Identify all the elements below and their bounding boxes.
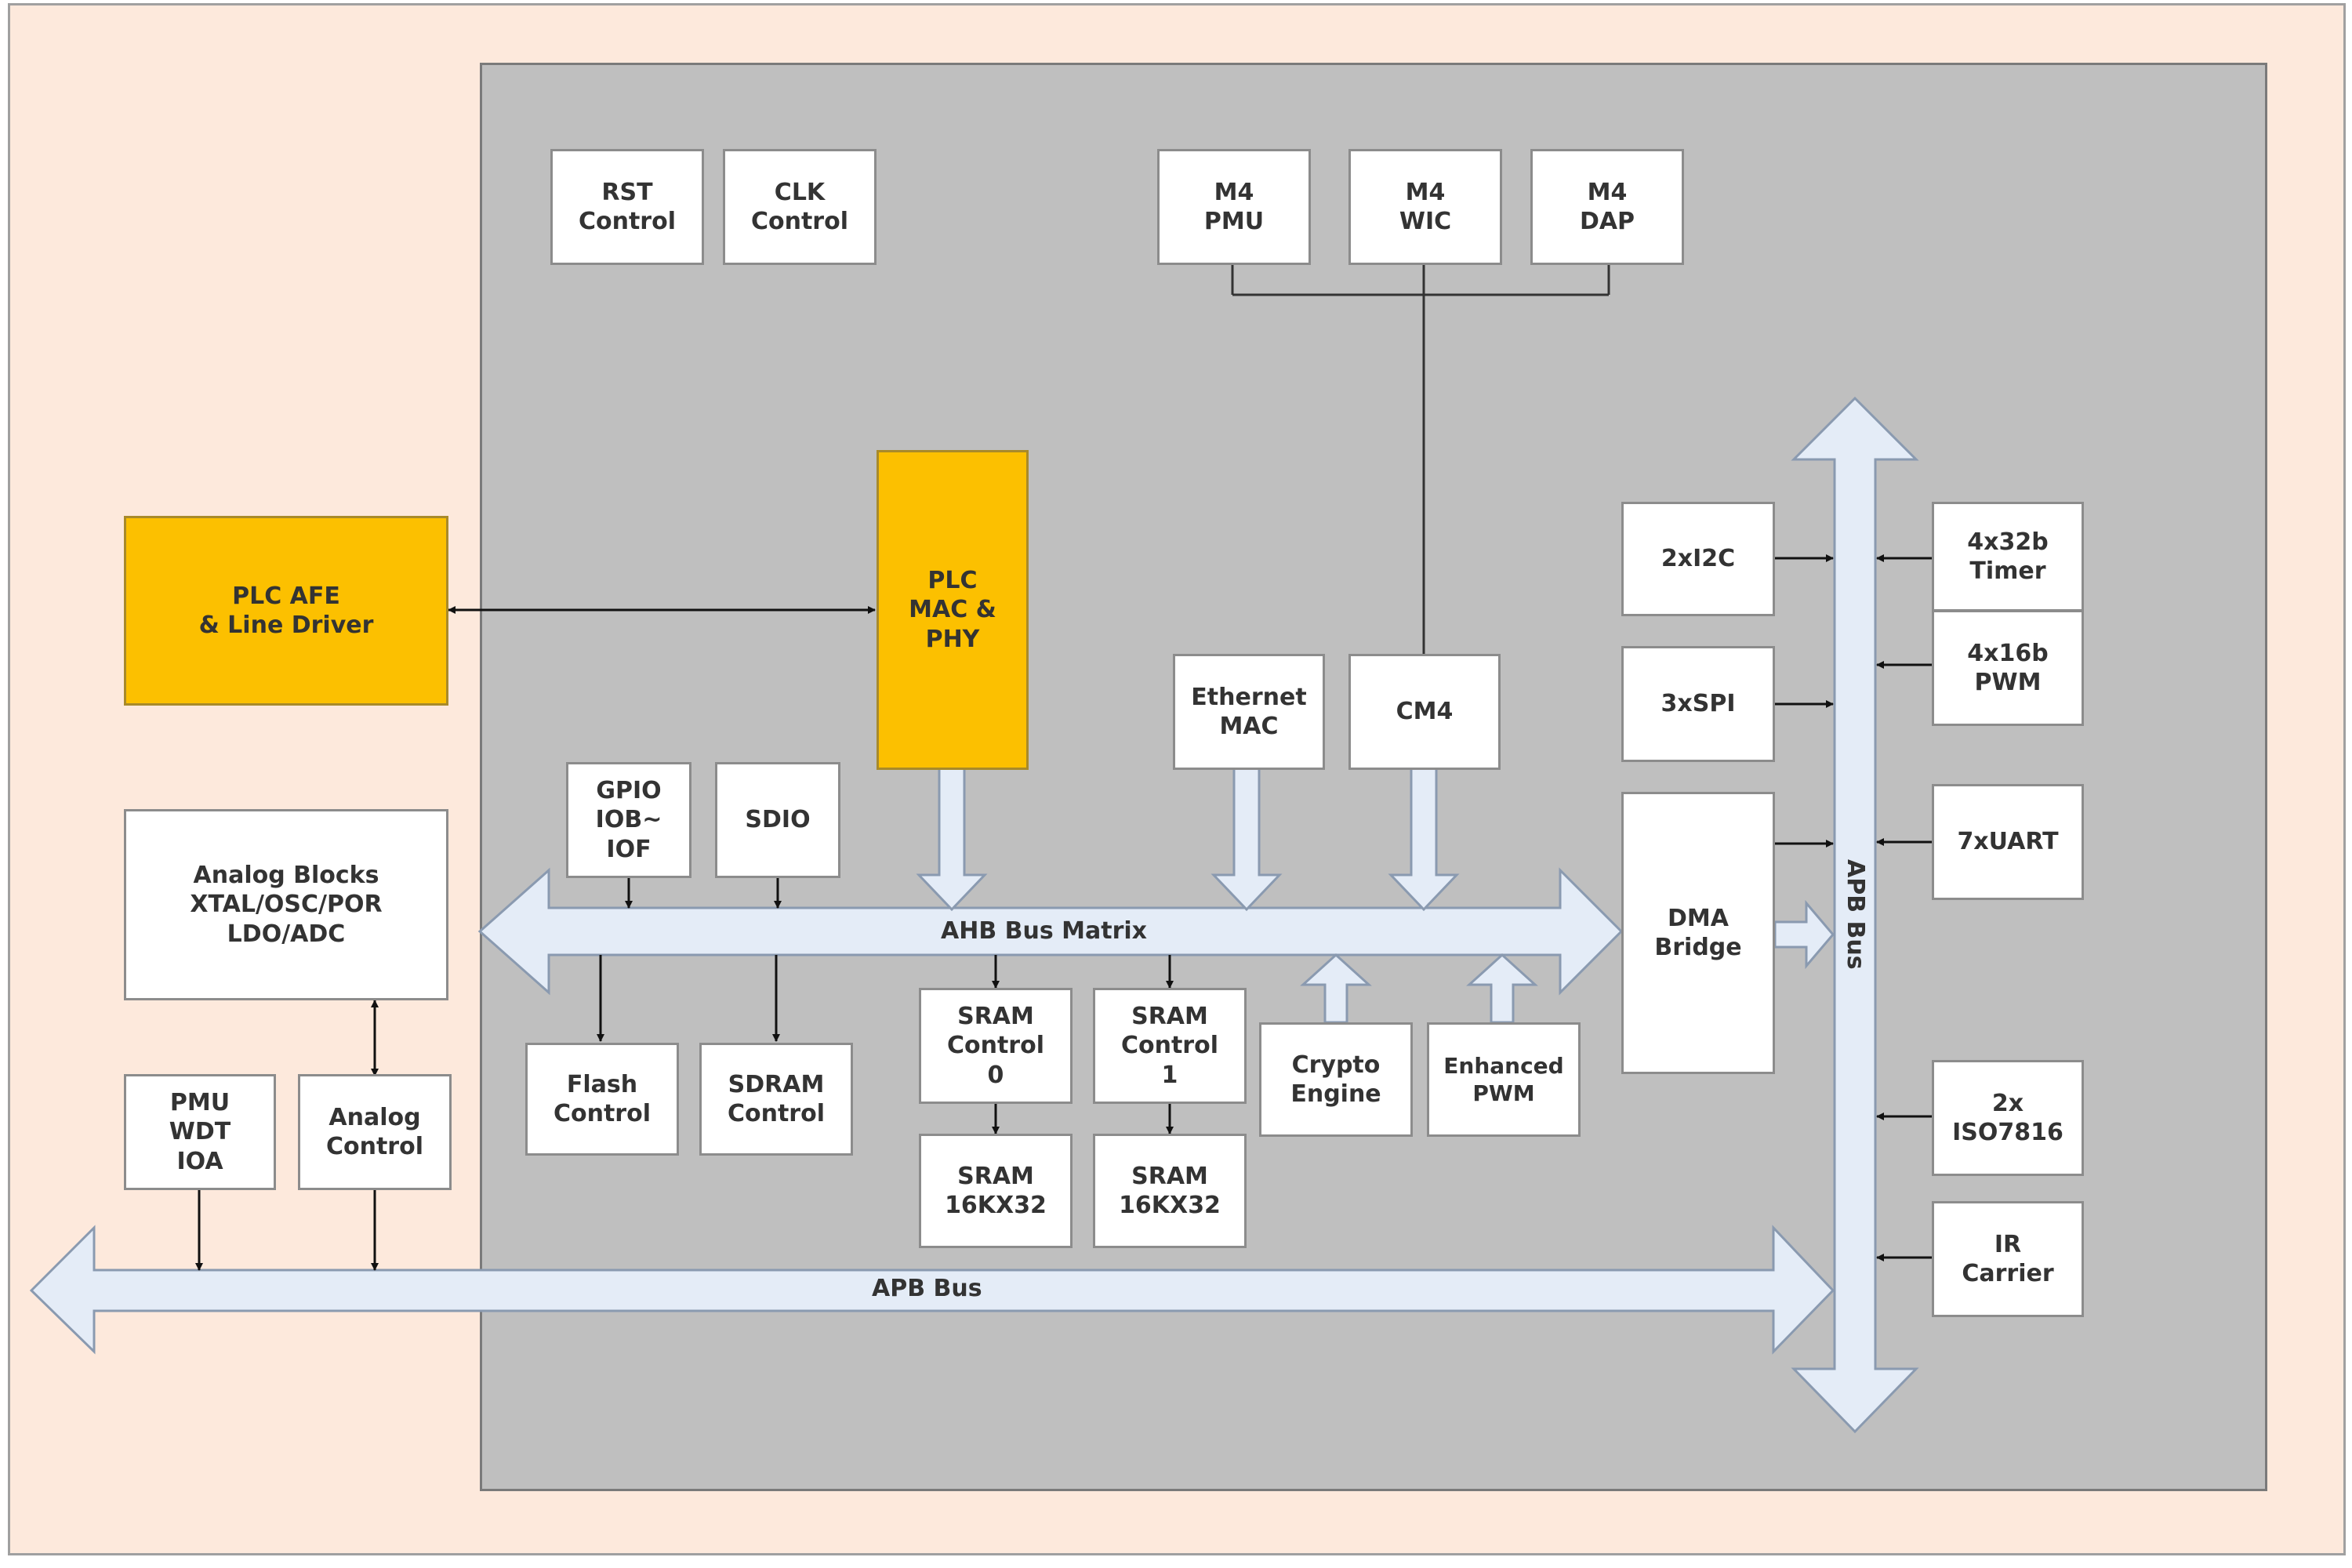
ethernet-mac-block: Ethernet MAC xyxy=(1173,654,1325,770)
sram-control-1-block: SRAM Control 1 xyxy=(1093,988,1247,1104)
ir-carrier-block: IR Carrier xyxy=(1932,1201,2084,1317)
spi-block: 3xSPI xyxy=(1621,646,1775,762)
analog-control-block: Analog Control xyxy=(298,1074,452,1190)
apb-bus-horizontal-arrow xyxy=(29,1225,1835,1355)
cm4-block: CM4 xyxy=(1348,654,1501,770)
gpio-block: GPIO IOB~ IOF xyxy=(566,762,691,878)
crypto-to-ahb-arrow xyxy=(1300,953,1372,1024)
enhanced-pwm-block: Enhanced PWM xyxy=(1427,1022,1581,1137)
epwm-to-ahb-arrow xyxy=(1466,953,1538,1024)
sram-1-block: SRAM 16KX32 xyxy=(1093,1134,1247,1248)
pmu-wdt-ioa-block: PMU WDT IOA xyxy=(124,1074,276,1190)
m4-wic-block: M4 WIC xyxy=(1348,149,1502,265)
dma-to-apb-arrow xyxy=(1773,899,1835,970)
plc-afe-block: PLC AFE & Line Driver xyxy=(124,516,448,706)
iso7816-block: 2x ISO7816 xyxy=(1932,1060,2084,1176)
ahb-bus-label: AHB Bus Matrix xyxy=(941,917,1148,945)
pwm-block: 4x16b PWM xyxy=(1932,610,2084,726)
rst-control-block: RST Control xyxy=(550,149,704,265)
apb-bus-vertical-arrow xyxy=(1791,396,1919,1434)
clk-control-block: CLK Control xyxy=(723,149,877,265)
i2c-block: 2xI2C xyxy=(1621,502,1775,616)
plc-to-ahb-arrow xyxy=(916,767,988,912)
m4-dap-block: M4 DAP xyxy=(1530,149,1684,265)
apb-bus-vertical-label: APB Bus xyxy=(1842,859,1869,970)
timer-block: 4x32b Timer xyxy=(1932,502,2084,612)
dma-bridge-block: DMA Bridge xyxy=(1621,792,1775,1074)
m4-pmu-block: M4 PMU xyxy=(1157,149,1311,265)
analog-blocks-block: Analog Blocks XTAL/OSC/POR LDO/ADC xyxy=(124,809,448,1000)
sram-control-0-block: SRAM Control 0 xyxy=(919,988,1073,1104)
crypto-engine-block: Crypto Engine xyxy=(1259,1022,1413,1137)
uart-block: 7xUART xyxy=(1932,784,2084,900)
plc-mac-phy-block: PLC MAC & PHY xyxy=(877,450,1029,770)
cm4-to-ahb-arrow xyxy=(1388,767,1460,912)
sram-0-block: SRAM 16KX32 xyxy=(919,1134,1073,1248)
sdio-block: SDIO xyxy=(715,762,840,878)
m4-debug-tree xyxy=(1231,263,1610,655)
ethernet-to-ahb-arrow xyxy=(1210,767,1283,912)
sdram-control-block: SDRAM Control xyxy=(699,1043,853,1156)
apb-bus-horizontal-label: APB Bus xyxy=(872,1275,982,1302)
flash-control-block: Flash Control xyxy=(525,1043,679,1156)
